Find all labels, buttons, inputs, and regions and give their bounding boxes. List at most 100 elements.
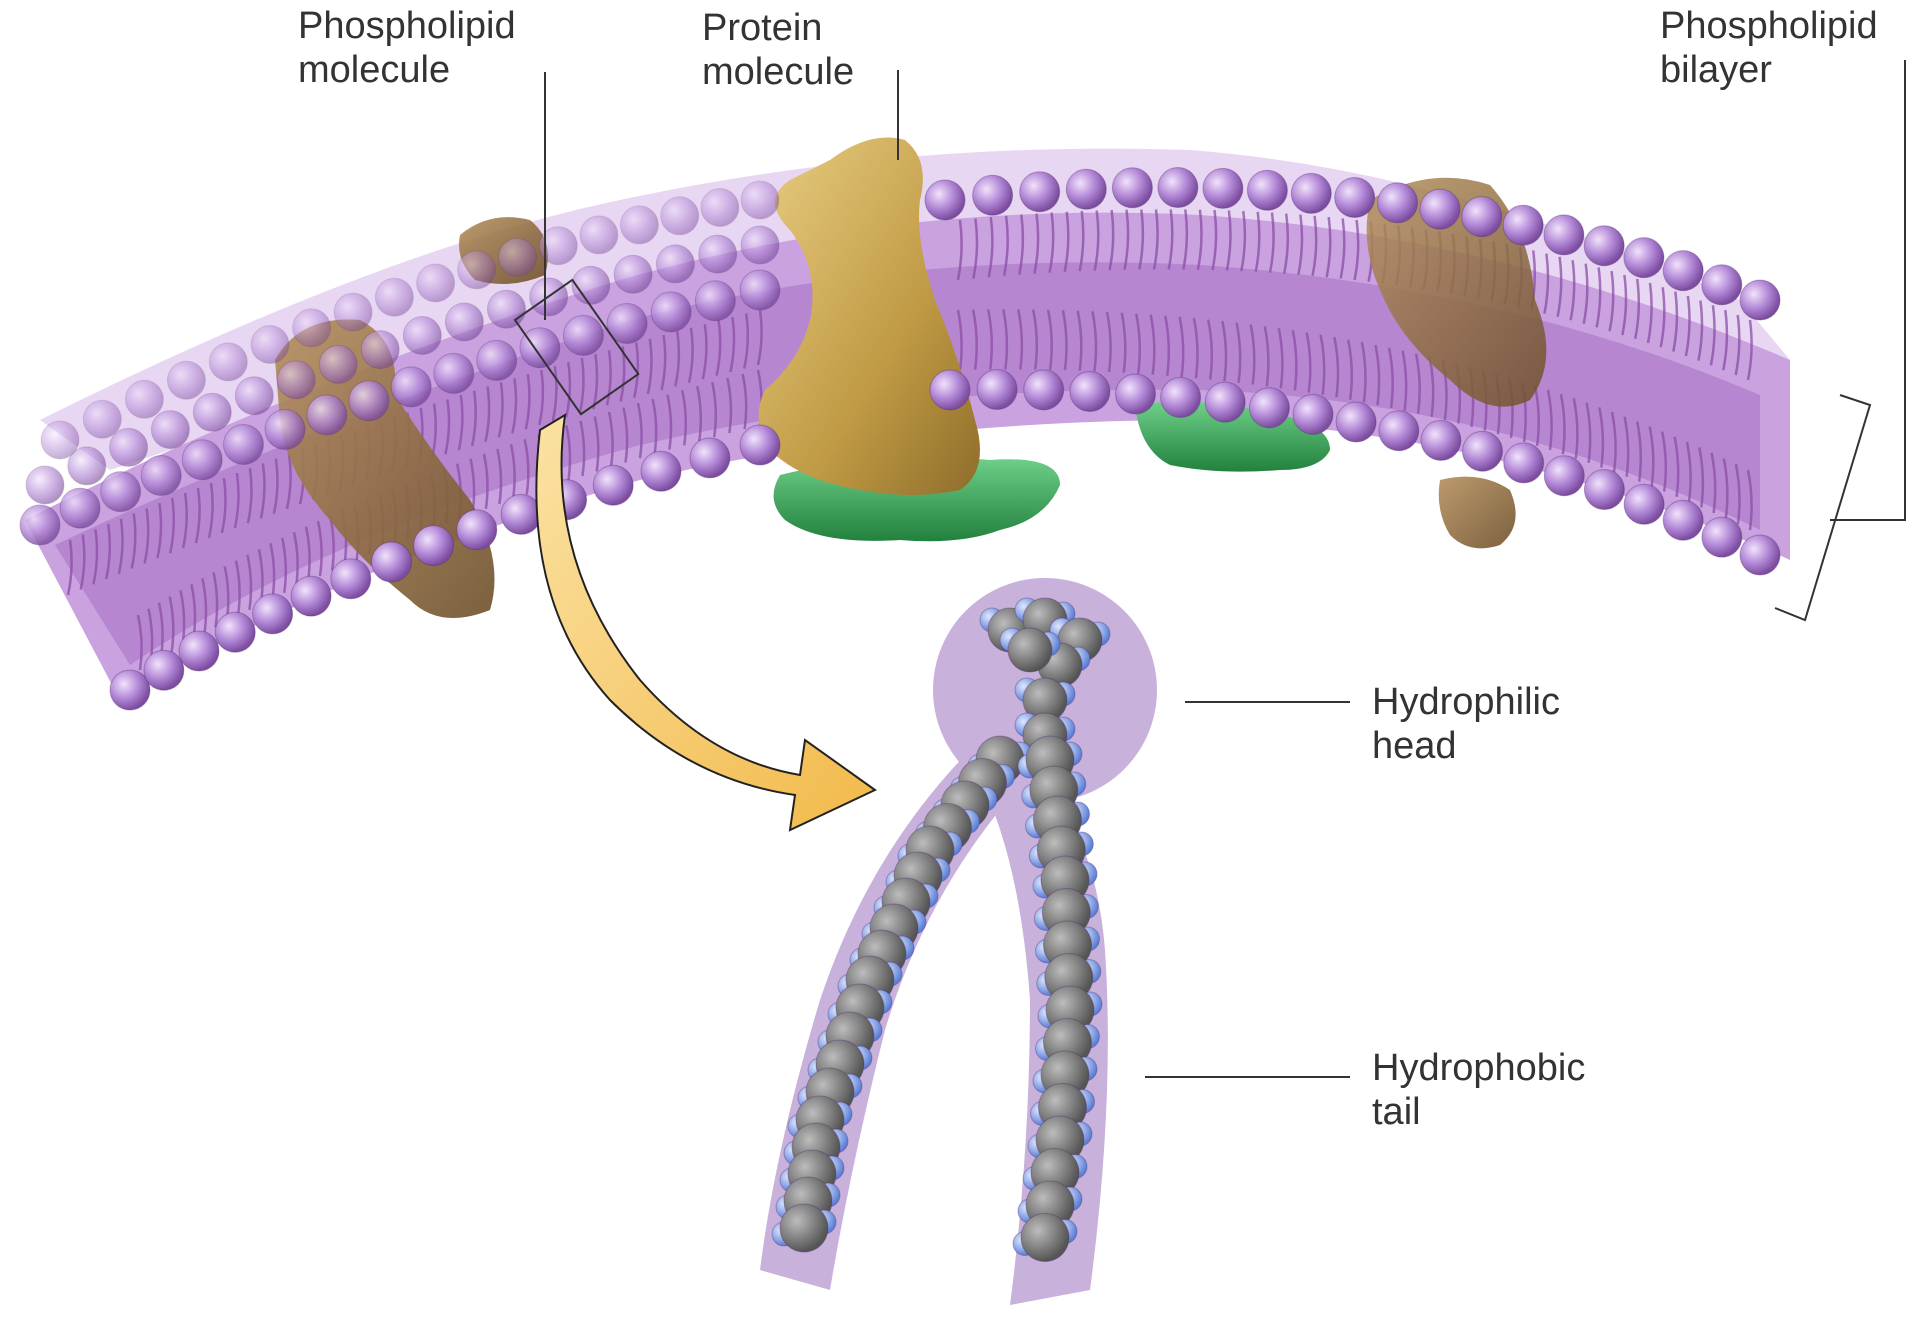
lipid-head	[925, 180, 965, 220]
lipid-head	[1740, 280, 1780, 320]
lipid-head	[101, 472, 141, 512]
lipid-head	[403, 317, 441, 355]
label-phospholipid-bilayer: Phospholipid bilayer	[1660, 4, 1878, 92]
label-protein-molecule: Protein molecule	[702, 6, 854, 94]
lipid-head	[1584, 470, 1624, 510]
phospholipid-molecule-model	[760, 578, 1157, 1305]
label-line: Protein	[702, 6, 854, 50]
lipid-head	[1504, 443, 1544, 483]
carbon-atom	[1008, 628, 1052, 672]
lipid-head	[572, 266, 610, 304]
lipid-head	[291, 576, 331, 616]
lipid-head	[488, 290, 526, 328]
lipid-head	[414, 526, 454, 566]
lipid-head	[651, 292, 691, 332]
lipid-head	[458, 251, 496, 289]
lipid-head	[1336, 402, 1376, 442]
lipid-head	[361, 331, 399, 369]
lipid-head	[701, 189, 739, 227]
lipid-head	[1070, 372, 1110, 412]
lipid-head	[1584, 226, 1624, 266]
lipid-head	[930, 370, 970, 410]
lipid-head	[1293, 394, 1333, 434]
lipid-head	[265, 410, 305, 450]
lipid-head	[167, 361, 205, 399]
lipid-head	[740, 270, 780, 310]
lipid-head	[1702, 517, 1742, 557]
lipid-head	[520, 328, 560, 368]
lipid-head	[209, 343, 247, 381]
lipid-head	[977, 370, 1017, 410]
lipid-head	[699, 235, 737, 273]
lipid-head	[1020, 172, 1060, 212]
lipid-head	[307, 395, 347, 435]
lipid-head	[83, 400, 121, 438]
lipid-head	[1291, 173, 1331, 213]
lipid-head	[1702, 265, 1742, 305]
lipid-head	[144, 650, 184, 690]
lipid-head	[501, 494, 541, 534]
lipid-head	[1379, 411, 1419, 451]
lipid-head	[215, 612, 255, 652]
lipid-head	[661, 197, 699, 235]
lipid-head	[110, 670, 150, 710]
lipid-head	[1544, 456, 1584, 496]
lipid-head	[179, 631, 219, 671]
lipid-head	[182, 440, 222, 480]
lipid-head	[1066, 169, 1106, 209]
lipid-head	[1161, 378, 1201, 418]
lipid-head	[1158, 168, 1198, 208]
lipid-head	[1624, 484, 1664, 524]
lipid-head	[580, 216, 618, 254]
lipid-head	[563, 315, 603, 355]
lipid-head	[319, 345, 357, 383]
lipid-head	[457, 510, 497, 550]
lipid-head	[1205, 382, 1245, 422]
lipid-head	[251, 326, 289, 364]
lipid-head	[349, 381, 389, 421]
lipid-head	[741, 181, 779, 219]
lipid-head	[1544, 215, 1584, 255]
lipid-head	[68, 447, 106, 485]
lipid-head	[1421, 420, 1461, 460]
label-line: molecule	[702, 50, 854, 94]
lipid-head	[1462, 197, 1502, 237]
label-line: Hydrophilic	[1372, 680, 1560, 724]
lipid-head	[445, 303, 483, 341]
label-hydrophilic-head: Hydrophilic head	[1372, 680, 1560, 768]
lipid-head	[1024, 370, 1064, 410]
label-line: Hydrophobic	[1372, 1046, 1585, 1090]
label-hydrophobic-tail: Hydrophobic tail	[1372, 1046, 1585, 1134]
carbon-atom	[780, 1204, 828, 1252]
lipid-head	[1420, 189, 1460, 229]
lipid-head	[741, 226, 779, 264]
label-line: tail	[1372, 1090, 1585, 1134]
lipid-head	[477, 340, 517, 380]
lipid-head	[253, 594, 293, 634]
lipid-head	[331, 559, 371, 599]
lipid-head	[110, 428, 148, 466]
lipid-head	[277, 361, 315, 399]
label-line: molecule	[298, 48, 516, 92]
lipid-head	[434, 353, 474, 393]
lipid-head	[1116, 374, 1156, 414]
label-phospholipid-molecule: Phospholipid molecule	[298, 4, 516, 92]
lipid-head	[1203, 168, 1243, 208]
lipid-head	[499, 238, 537, 276]
lipid-head	[1663, 251, 1703, 291]
lipid-head	[417, 264, 455, 302]
lipid-head	[656, 245, 694, 283]
lipid-head	[141, 456, 181, 496]
lipid-head	[1378, 183, 1418, 223]
carbon-atom	[1021, 1214, 1069, 1262]
lipid-head	[375, 278, 413, 316]
lipid-head	[620, 206, 658, 244]
label-line: Phospholipid	[298, 4, 516, 48]
protein-brown-bottom	[1439, 477, 1516, 549]
lipid-head	[1112, 168, 1152, 208]
lipid-head	[235, 377, 273, 415]
lipid-head	[224, 425, 264, 465]
lipid-head	[1247, 170, 1287, 210]
lipid-head	[641, 451, 681, 491]
lipid-head	[60, 488, 100, 528]
